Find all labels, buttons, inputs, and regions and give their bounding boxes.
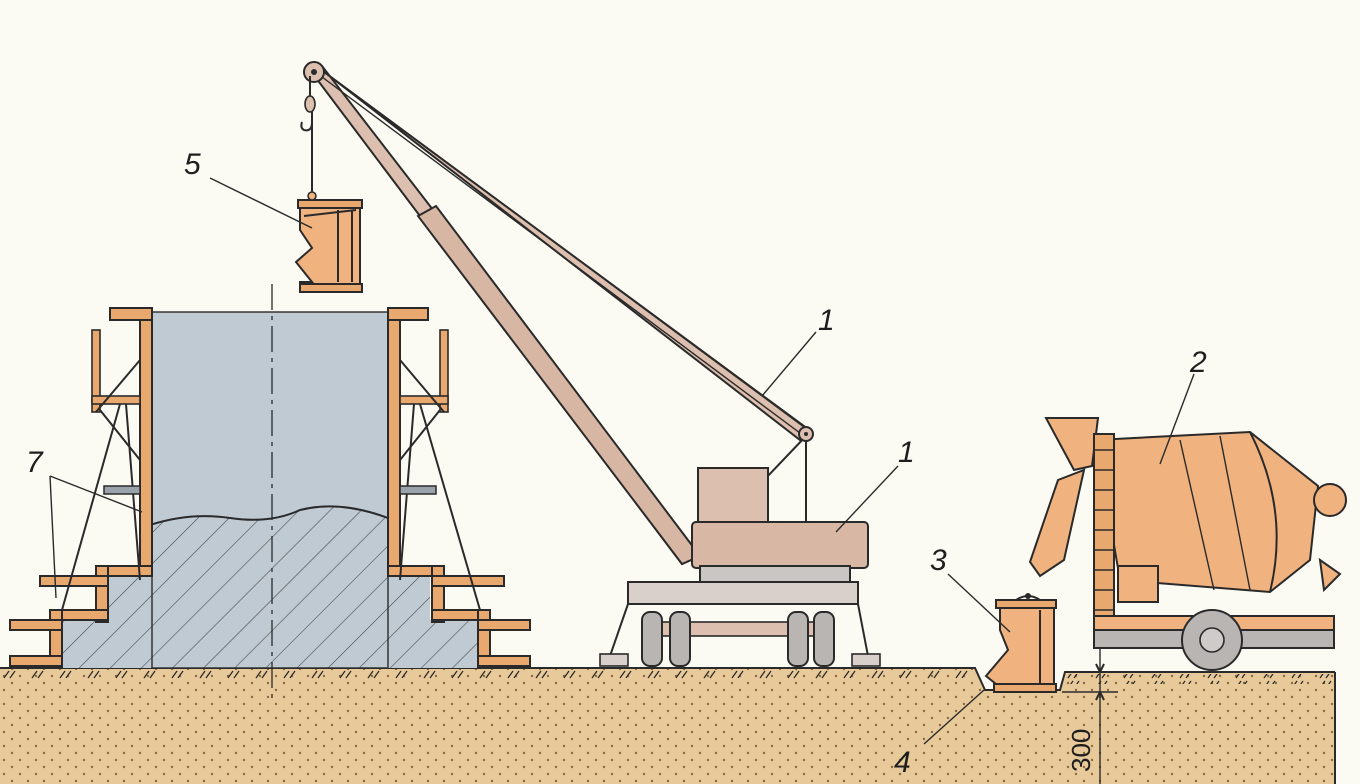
concrete-mixer-truck bbox=[1028, 417, 1347, 671]
label-pit: 4 bbox=[894, 746, 911, 779]
label-bucket: 5 bbox=[184, 148, 201, 181]
receiving-hopper bbox=[984, 593, 1057, 693]
label-hopper: 3 bbox=[930, 544, 947, 577]
ground bbox=[0, 667, 1336, 784]
leader-lines bbox=[49, 177, 1195, 745]
depth-dimension-value: 300 bbox=[1066, 729, 1096, 772]
depth-dimension: 300 bbox=[1062, 648, 1118, 784]
label-formwork: 7 bbox=[26, 446, 44, 479]
formwork-foundation bbox=[9, 284, 531, 704]
label-boom: 1 bbox=[818, 304, 835, 337]
mobile-crane bbox=[300, 61, 881, 667]
concrete-bucket-hoisted bbox=[294, 110, 363, 293]
label-crane: 1 bbox=[898, 436, 915, 469]
label-mixer: 2 bbox=[1189, 346, 1207, 379]
